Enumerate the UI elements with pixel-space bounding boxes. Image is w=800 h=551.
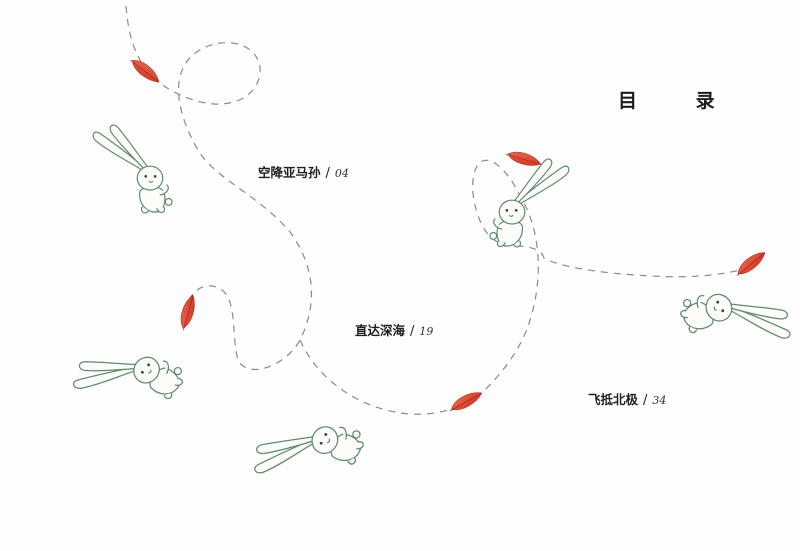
toc-title: 目 录 (618, 90, 741, 112)
toc-entry-label: 空降亚马孙 (258, 165, 321, 180)
feather-icon (127, 53, 163, 88)
toc-entry[interactable]: 空降亚马孙 / 04 (258, 162, 349, 181)
feather-icon (175, 293, 200, 332)
toc-entry-separator: / (325, 166, 330, 181)
toc-entry-separator: / (410, 324, 415, 339)
feather-icon (446, 388, 485, 415)
bunny-icon (246, 392, 370, 512)
toc-entry-page: 04 (334, 167, 349, 180)
toc-entry-page: 34 (652, 394, 667, 407)
bunny-icon (489, 158, 570, 248)
toc-entry[interactable]: 飞抵北极 / 34 (588, 389, 666, 408)
bunny-icon (92, 124, 173, 214)
toc-entry-page: 19 (419, 325, 434, 338)
toc-entry-label: 飞抵北极 (588, 392, 639, 407)
toc-entry[interactable]: 直达深海 / 19 (355, 320, 433, 339)
bunny-icon (674, 258, 799, 379)
feather-icon (732, 248, 769, 279)
feather-icon (504, 146, 543, 171)
bunny-icon (66, 316, 190, 439)
dashed-path (125, 5, 741, 415)
toc-entry-separator: / (643, 393, 648, 408)
toc-entry-label: 直达深海 (355, 323, 406, 338)
